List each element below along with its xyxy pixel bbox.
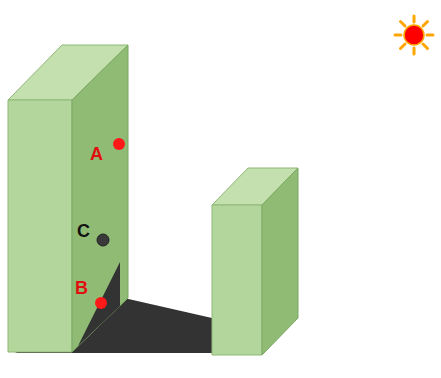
point-label: C bbox=[77, 222, 90, 240]
point-dot bbox=[97, 234, 109, 246]
building-side bbox=[72, 45, 128, 352]
point-dot bbox=[95, 297, 107, 309]
point-label: B bbox=[75, 279, 88, 297]
sun bbox=[395, 16, 433, 54]
building-side bbox=[262, 168, 298, 355]
point-dot bbox=[113, 138, 125, 150]
wall-shadow bbox=[78, 262, 120, 346]
point-label: A bbox=[90, 145, 103, 163]
building-front bbox=[212, 205, 262, 355]
building-front bbox=[8, 100, 72, 352]
